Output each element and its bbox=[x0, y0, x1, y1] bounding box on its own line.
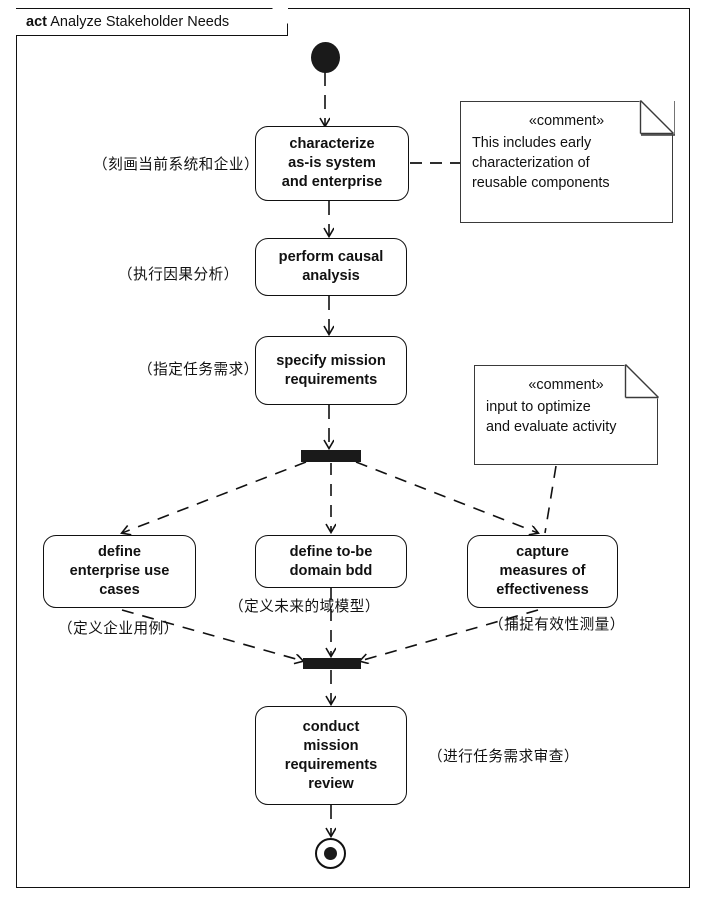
activity-frame bbox=[16, 8, 690, 888]
diagram-kind-keyword: act bbox=[26, 14, 47, 30]
action-label: define enterprise use cases bbox=[69, 544, 170, 598]
annotation-domain-bdd: （定义未来的域模型） bbox=[229, 598, 380, 615]
action-perform-causal-analysis[interactable]: perform causal analysis bbox=[255, 238, 407, 296]
note-text: «comment» This includes early characteri… bbox=[460, 101, 673, 223]
action-label: specify mission requirements bbox=[276, 352, 386, 388]
diagram-name-tab: act Analyze Stakeholder Needs bbox=[16, 8, 288, 36]
action-label: characterize as-is system and enterprise bbox=[281, 136, 383, 190]
annotation-characterize: （刻画当前系统和企业） bbox=[93, 156, 260, 173]
note-line: input to optimize bbox=[486, 399, 591, 415]
note-body bbox=[460, 101, 673, 223]
annotation-review: （进行任务需求审查） bbox=[428, 748, 579, 765]
annotation-moe: （捕捉有效性测量） bbox=[489, 616, 625, 633]
action-label: perform causal analysis bbox=[278, 249, 384, 284]
annotation-mission-requirements: （指定任务需求） bbox=[138, 361, 259, 378]
note-body bbox=[474, 365, 658, 465]
note-line: and evaluate activity bbox=[486, 419, 617, 435]
initial-node[interactable] bbox=[311, 42, 340, 73]
activity-final-node[interactable] bbox=[315, 838, 346, 869]
activity-frame-top-edge bbox=[288, 8, 690, 9]
note-fold-lines bbox=[639, 100, 675, 136]
join-bar[interactable] bbox=[303, 658, 361, 669]
note-line: characterization of bbox=[472, 155, 590, 171]
action-define-to-be-domain-bdd[interactable]: define to-be domain bdd bbox=[255, 535, 407, 588]
note-reusable-components: «comment» This includes early characteri… bbox=[460, 100, 675, 223]
action-capture-measures-of-effectiveness[interactable]: capture measures of effectiveness bbox=[467, 535, 618, 608]
annotation-use-cases: （定义企业用例） bbox=[58, 620, 179, 637]
note-line: This includes early bbox=[472, 135, 592, 151]
action-label: define to-be domain bdd bbox=[289, 543, 373, 579]
diagram-title: act Analyze Stakeholder Needs bbox=[26, 12, 229, 32]
note-stereotype: «comment» bbox=[528, 377, 604, 393]
action-characterize-as-is-system[interactable]: characterize as-is system and enterprise bbox=[255, 126, 409, 201]
fork-bar[interactable] bbox=[301, 450, 361, 462]
note-text: «comment» input to optimize and evaluate… bbox=[474, 365, 658, 465]
action-specify-mission-requirements[interactable]: specify mission requirements bbox=[255, 336, 407, 405]
note-line: reusable components bbox=[472, 175, 610, 191]
diagram-name-tab-shape bbox=[16, 8, 288, 36]
note-input-optimize-evaluate: «comment» input to optimize and evaluate… bbox=[474, 364, 659, 465]
action-label: conduct mission requirements review bbox=[284, 718, 378, 792]
action-label: capture measures of effectiveness bbox=[496, 544, 589, 598]
annotation-causal-analysis: （执行因果分析） bbox=[118, 266, 239, 283]
diagram-title-text: Analyze Stakeholder Needs bbox=[50, 14, 230, 30]
action-define-enterprise-use-cases[interactable]: define enterprise use cases bbox=[43, 535, 196, 608]
note-stereotype: «comment» bbox=[528, 113, 605, 129]
action-conduct-mission-requirements-review[interactable]: conduct mission requirements review bbox=[255, 706, 407, 805]
note-fold-lines bbox=[624, 364, 659, 399]
activity-final-node-core bbox=[324, 847, 337, 860]
